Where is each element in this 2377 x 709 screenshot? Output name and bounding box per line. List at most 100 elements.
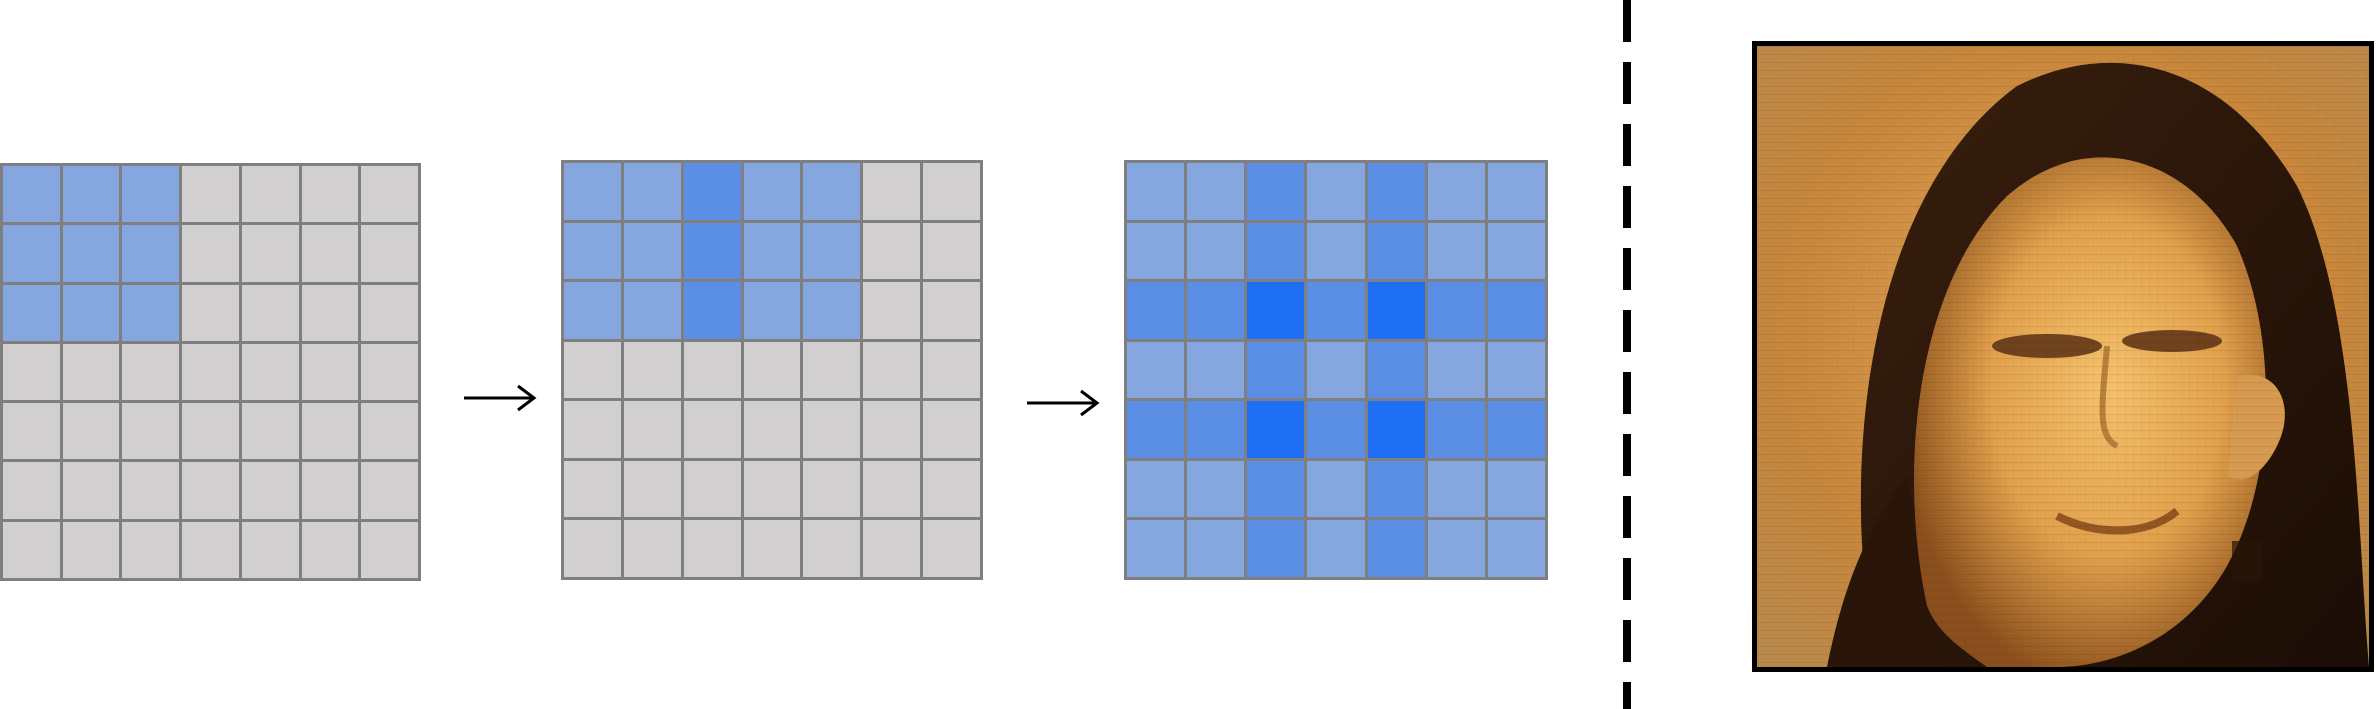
active-cell xyxy=(1307,520,1365,577)
inactive-cell xyxy=(361,343,418,401)
inactive-cell xyxy=(564,520,621,577)
inactive-cell xyxy=(241,403,299,460)
active-cell xyxy=(1307,282,1365,339)
inactive-cell xyxy=(863,222,921,280)
active-cell xyxy=(1127,341,1185,399)
dashed-separator xyxy=(1623,0,1631,709)
inactive-cell xyxy=(62,403,120,460)
active-cell xyxy=(1127,282,1185,339)
inactive-cell xyxy=(564,401,621,458)
active-cell xyxy=(1487,401,1545,458)
inactive-cell xyxy=(564,460,621,518)
active-cell xyxy=(1427,163,1485,220)
active-cell xyxy=(1367,401,1425,458)
active-cell xyxy=(1487,222,1545,280)
active-cell xyxy=(1187,341,1245,399)
grid-stage-3 xyxy=(1124,160,1548,580)
active-cell xyxy=(1127,222,1185,280)
active-cell xyxy=(1187,163,1245,220)
active-cell xyxy=(1427,341,1485,399)
active-cell xyxy=(1187,460,1245,518)
inactive-cell xyxy=(361,403,418,460)
active-cell xyxy=(1427,401,1485,458)
inactive-cell xyxy=(361,225,418,282)
inactive-cell xyxy=(863,460,921,518)
inactive-cell xyxy=(241,166,299,223)
active-cell xyxy=(1307,460,1365,518)
active-cell xyxy=(1307,401,1365,458)
inactive-cell xyxy=(803,401,861,458)
inactive-cell xyxy=(623,341,681,399)
active-cell xyxy=(1247,222,1305,280)
inactive-cell xyxy=(923,341,980,399)
inactive-cell xyxy=(683,341,741,399)
inactive-cell xyxy=(241,284,299,341)
inactive-cell xyxy=(361,521,418,578)
active-cell xyxy=(1127,520,1185,577)
active-cell xyxy=(1487,341,1545,399)
active-cell xyxy=(564,282,621,339)
inactive-cell xyxy=(923,163,980,220)
active-cell xyxy=(3,225,60,282)
active-cell xyxy=(1307,163,1365,220)
inactive-cell xyxy=(182,403,239,460)
active-cell xyxy=(1427,282,1485,339)
active-cell xyxy=(564,163,621,220)
active-cell xyxy=(623,163,681,220)
active-cell xyxy=(1127,163,1185,220)
active-cell xyxy=(1367,163,1425,220)
inactive-cell xyxy=(863,341,921,399)
inactive-cell xyxy=(863,520,921,577)
active-cell xyxy=(1247,163,1305,220)
inactive-cell xyxy=(361,284,418,341)
inactive-cell xyxy=(803,520,861,577)
active-cell xyxy=(62,166,120,223)
inactive-cell xyxy=(743,341,801,399)
inactive-cell xyxy=(743,520,801,577)
active-cell xyxy=(1247,341,1305,399)
inactive-cell xyxy=(301,284,359,341)
active-cell xyxy=(1367,222,1425,280)
inactive-cell xyxy=(683,460,741,518)
active-cell xyxy=(122,166,180,223)
inactive-cell xyxy=(122,462,180,519)
active-cell xyxy=(1127,460,1185,518)
inactive-cell xyxy=(182,462,239,519)
active-cell xyxy=(1427,520,1485,577)
active-cell xyxy=(1487,163,1545,220)
inactive-cell xyxy=(923,222,980,280)
inactive-cell xyxy=(803,460,861,518)
active-cell xyxy=(1247,520,1305,577)
active-cell xyxy=(1307,341,1365,399)
inactive-cell xyxy=(241,225,299,282)
inactive-cell xyxy=(182,343,239,401)
active-cell xyxy=(803,163,861,220)
inactive-cell xyxy=(863,163,921,220)
active-cell xyxy=(1127,401,1185,458)
inactive-cell xyxy=(623,520,681,577)
active-cell xyxy=(1187,222,1245,280)
right-arrow-icon xyxy=(464,384,537,412)
inactive-cell xyxy=(863,401,921,458)
active-cell xyxy=(683,163,741,220)
inactive-cell xyxy=(3,403,60,460)
inactive-cell xyxy=(923,282,980,339)
inactive-cell xyxy=(122,521,180,578)
grid-stage-2 xyxy=(561,160,983,580)
active-cell xyxy=(1367,341,1425,399)
active-cell xyxy=(1427,460,1485,518)
inactive-cell xyxy=(3,521,60,578)
inactive-cell xyxy=(182,225,239,282)
active-cell xyxy=(122,225,180,282)
active-cell xyxy=(3,166,60,223)
active-cell xyxy=(1367,520,1425,577)
inactive-cell xyxy=(122,343,180,401)
inactive-cell xyxy=(241,343,299,401)
active-cell xyxy=(683,282,741,339)
active-cell xyxy=(1247,460,1305,518)
inactive-cell xyxy=(182,521,239,578)
active-cell xyxy=(62,225,120,282)
inactive-cell xyxy=(803,341,861,399)
active-cell xyxy=(3,284,60,341)
